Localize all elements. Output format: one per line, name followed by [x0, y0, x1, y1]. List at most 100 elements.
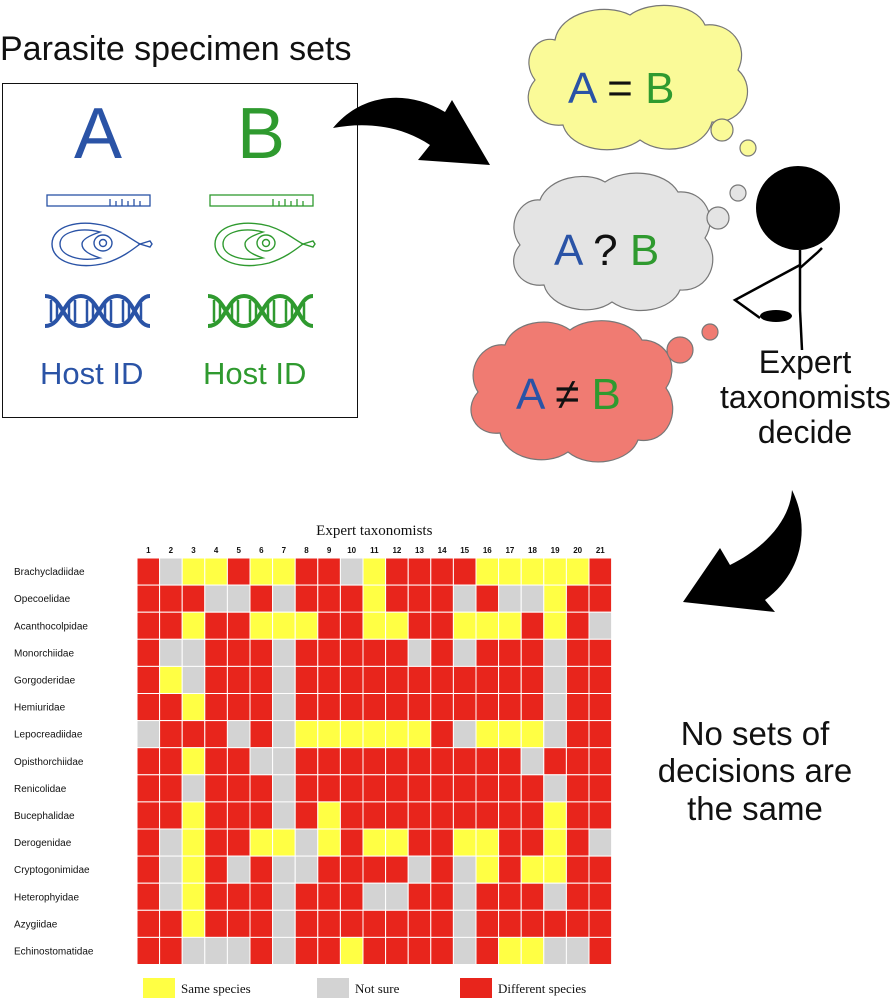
heatmap-cell [294, 936, 319, 966]
heatmap-cell [136, 774, 161, 803]
heatmap-cell [543, 665, 567, 695]
heatmap-cell [181, 584, 206, 613]
heatmap-cell [317, 936, 341, 966]
heatmap-cell [520, 747, 545, 776]
heatmap-cell [181, 611, 206, 640]
heatmap-cell [475, 936, 500, 966]
thought-cloud-agree [527, 4, 757, 157]
heatmap-cell [430, 828, 454, 857]
column-label: 15 [460, 546, 469, 555]
parasite-outline-icon [214, 222, 316, 267]
heatmap-cell [226, 828, 251, 857]
heatmap-cell [362, 611, 387, 640]
heatmap-cell [181, 909, 206, 938]
heatmap-cell [339, 828, 364, 857]
heatmap-cell [543, 801, 567, 830]
heatmap-cell [385, 936, 409, 966]
heatmap-cell [249, 801, 274, 830]
heatmap-cell [226, 638, 251, 667]
heatmap-cell [565, 584, 590, 613]
heatmap-cell [452, 720, 477, 749]
heatmap-cell [339, 855, 364, 884]
row-label: Azygiidae [14, 919, 58, 930]
heatmap-cell [272, 774, 296, 803]
heatmap-cell [407, 638, 432, 667]
thought-op: ≠ [555, 370, 580, 419]
heatmap-cell [520, 828, 545, 857]
heatmap-cell [204, 584, 228, 613]
heatmap-cell [136, 584, 161, 613]
heatmap-cell [136, 693, 161, 722]
thought-a: A [554, 226, 581, 275]
column-label: 2 [169, 546, 174, 555]
heatmap-cell [339, 801, 364, 830]
heatmap-cell [520, 855, 545, 884]
heatmap-cell [159, 936, 183, 966]
heatmap-cell [272, 828, 296, 857]
curved-arrow-icon [333, 97, 490, 165]
heatmap-cell [407, 557, 432, 586]
heatmap-cell [159, 828, 183, 857]
heatmap-cell [588, 611, 613, 640]
heatmap-cell [543, 882, 567, 911]
thought-a: A [516, 370, 543, 419]
heatmap-cell [430, 936, 454, 966]
heatmap-cell [339, 557, 364, 586]
legend-swatch [317, 978, 349, 998]
heatmap-cell [588, 693, 613, 722]
heatmap-cell [294, 611, 319, 640]
heatmap-cell [452, 882, 477, 911]
heatmap-cell [430, 882, 454, 911]
heatmap-cell [452, 584, 477, 613]
heatmap-cell [317, 909, 341, 938]
row-label: Hemiuridae [14, 703, 66, 714]
heatmap-cell [339, 584, 364, 613]
row-label: Echinostomatidae [14, 946, 94, 957]
heatmap-cell [226, 720, 251, 749]
heatmap-cell [543, 693, 567, 722]
heatmap-cell [475, 909, 500, 938]
thought-op: ? [593, 226, 618, 275]
heatmap-cell [588, 828, 613, 857]
heatmap-cell [543, 611, 567, 640]
legend-label: Different species [498, 981, 586, 996]
heatmap-cell [498, 693, 522, 722]
heatmap-cell [385, 882, 409, 911]
heatmap-cell [226, 584, 251, 613]
heatmap-cell [498, 584, 522, 613]
column-label: 10 [347, 546, 356, 555]
heatmap-cell [565, 557, 590, 586]
heatmap-cell [317, 882, 341, 911]
column-label: 9 [327, 546, 332, 555]
heatmap-cell [317, 774, 341, 803]
heatmap-cell [181, 855, 206, 884]
heatmap-cell [339, 909, 364, 938]
heatmap-cell [565, 774, 590, 803]
heatmap-cell [317, 611, 341, 640]
heatmap-cell [204, 855, 228, 884]
heatmap-cell [226, 855, 251, 884]
heatmap-cell [407, 665, 432, 695]
heatmap-cell [136, 665, 161, 695]
heatmap-cell [204, 801, 228, 830]
heatmap-cell [362, 774, 387, 803]
heatmap-cell [317, 801, 341, 830]
dna-icon [44, 293, 151, 329]
heatmap-cell [159, 855, 183, 884]
heatmap-cell [136, 909, 161, 938]
heatmap-cell [226, 936, 251, 966]
heatmap-cell [204, 638, 228, 667]
heatmap-cell [520, 638, 545, 667]
heatmap-cell [136, 936, 161, 966]
heatmap-cell [385, 665, 409, 695]
heatmap-cell [294, 774, 319, 803]
heatmap-cell [159, 882, 183, 911]
heatmap-cell [452, 665, 477, 695]
heatmap-cell [498, 611, 522, 640]
column-label: 13 [415, 546, 424, 555]
heatmap-cell [136, 747, 161, 776]
heatmap-cell [249, 720, 274, 749]
heatmap-cell [543, 584, 567, 613]
heatmap-cell [452, 909, 477, 938]
heatmap-cell [249, 638, 274, 667]
